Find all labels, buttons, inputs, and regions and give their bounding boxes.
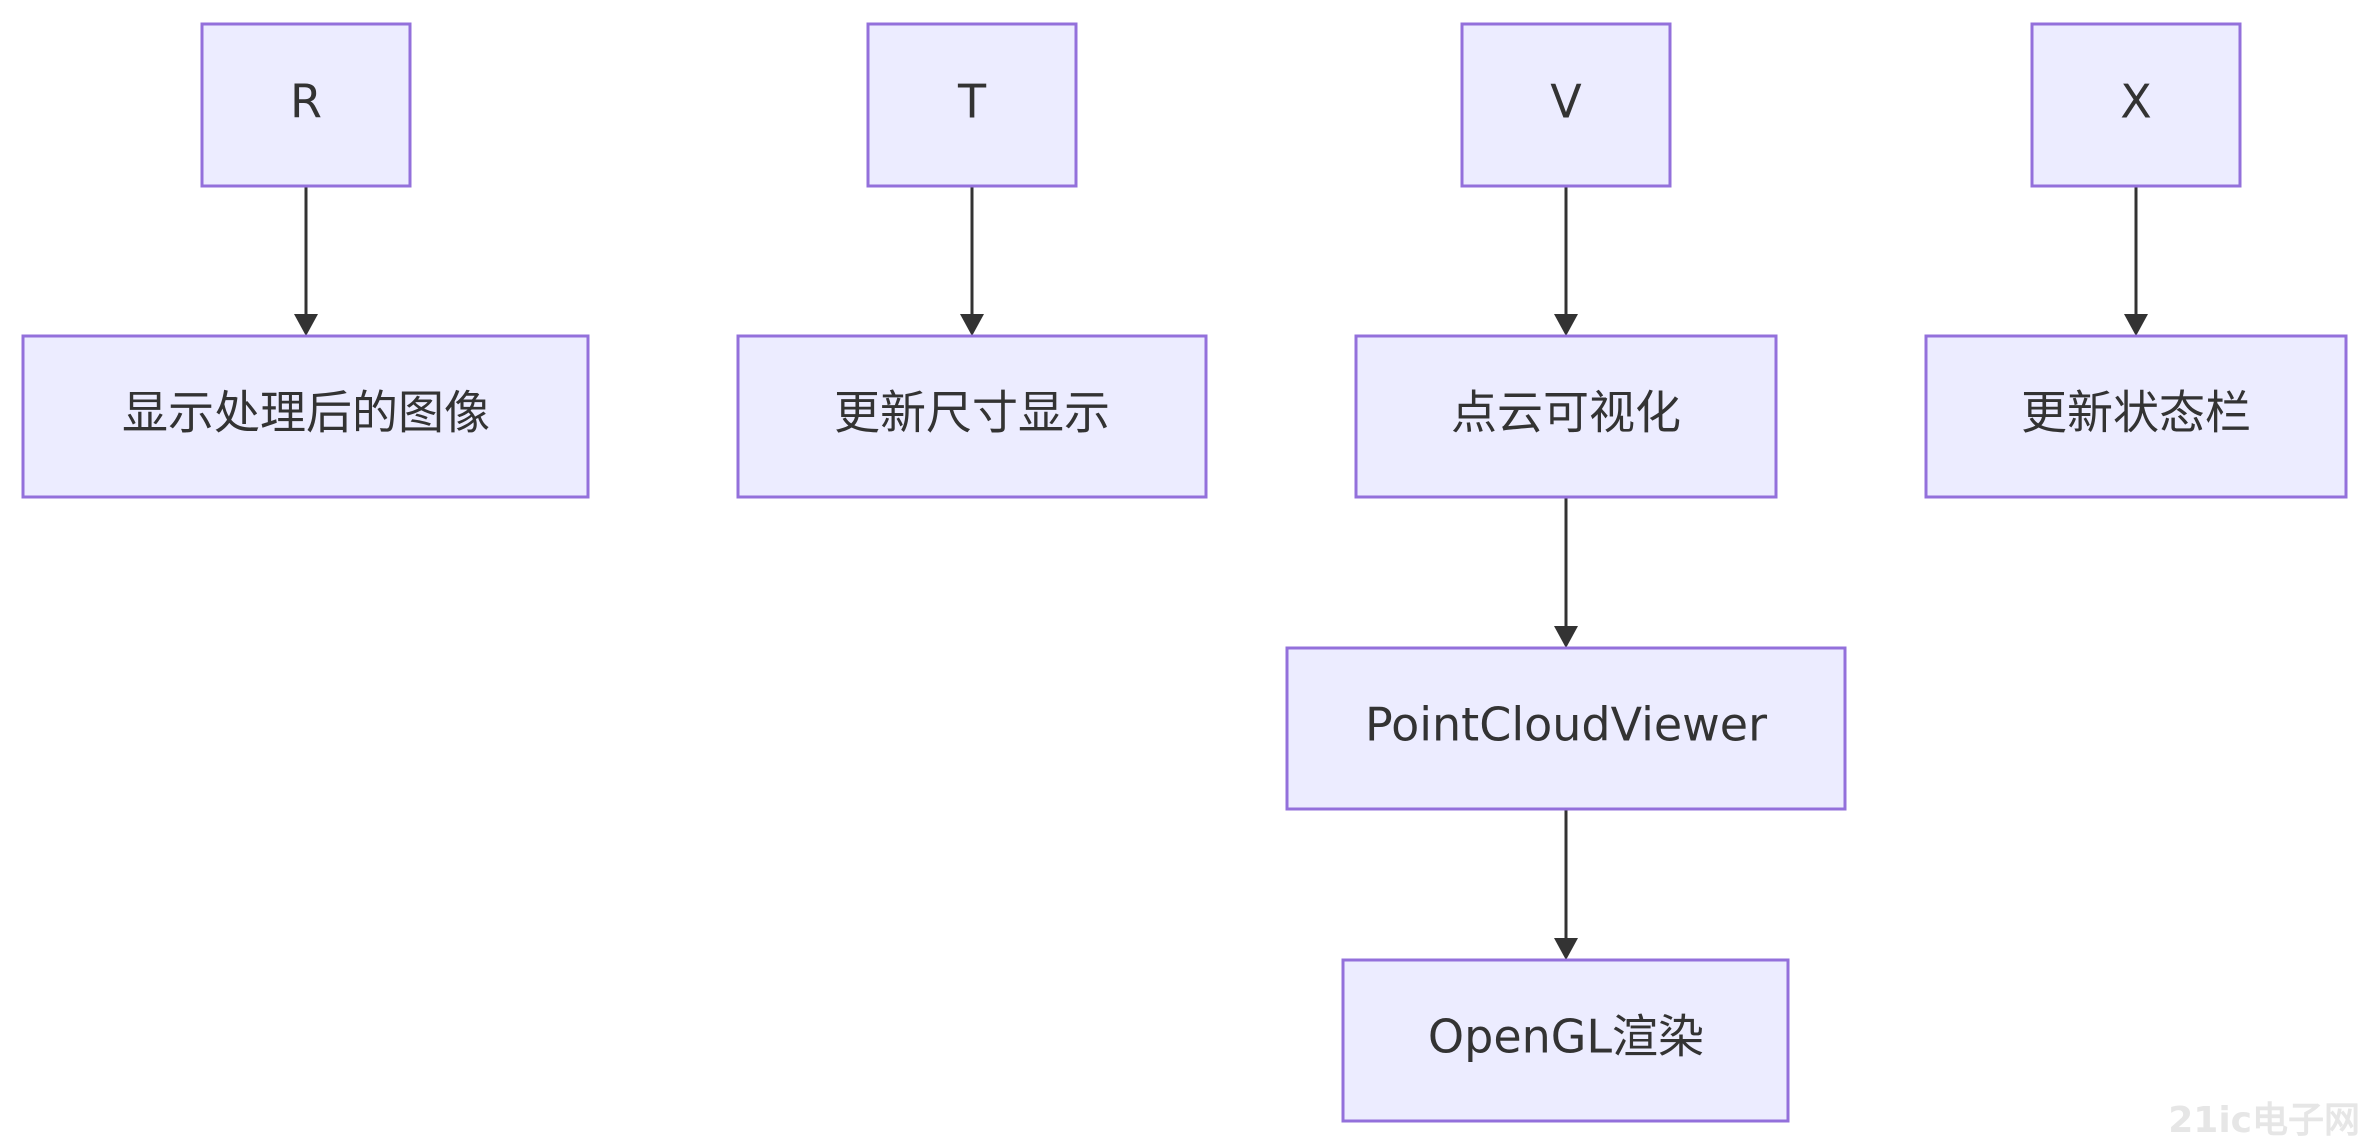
edge-viewer-to-opengl-render [1554, 809, 1578, 960]
node-display-processed-image-label: 显示处理后的图像 [122, 386, 490, 440]
edge-x-to-update-status-bar [2124, 186, 2148, 336]
edge-point-cloud-visualization-to-viewer [1554, 497, 1578, 648]
node-opengl-render-label: OpenGL渲染 [1428, 1010, 1704, 1064]
node-update-size-display[interactable]: 更新尺寸显示 [736, 334, 1208, 499]
edge-v-to-point-cloud-visualization [1554, 186, 1578, 336]
node-update-size-display-label: 更新尺寸显示 [834, 386, 1110, 440]
node-r-label: R [290, 75, 322, 129]
node-point-cloud-visualization-label: 点云可视化 [1451, 386, 1681, 440]
node-x-label: X [2120, 75, 2152, 129]
node-r[interactable]: R [200, 22, 412, 188]
watermark-logo: 21ic电子网 [2168, 1100, 2360, 1141]
node-x[interactable]: X [2030, 22, 2242, 188]
node-display-processed-image[interactable]: 显示处理后的图像 [21, 334, 590, 499]
node-v-label: V [1550, 75, 1582, 129]
node-point-cloud-visualization[interactable]: 点云可视化 [1354, 334, 1778, 499]
edge-t-to-update-size-display [960, 186, 984, 336]
edges [294, 186, 2148, 960]
node-point-cloud-viewer[interactable]: PointCloudViewer [1285, 646, 1847, 811]
node-opengl-render[interactable]: OpenGL渲染 [1341, 958, 1790, 1123]
edge-r-to-display-processed-image [294, 186, 318, 336]
node-update-status-bar-label: 更新状态栏 [2021, 386, 2251, 440]
node-t-label: T [957, 75, 987, 129]
node-update-status-bar[interactable]: 更新状态栏 [1924, 334, 2348, 499]
node-point-cloud-viewer-label: PointCloudViewer [1365, 698, 1767, 752]
node-t[interactable]: T [866, 22, 1078, 188]
node-v[interactable]: V [1460, 22, 1672, 188]
